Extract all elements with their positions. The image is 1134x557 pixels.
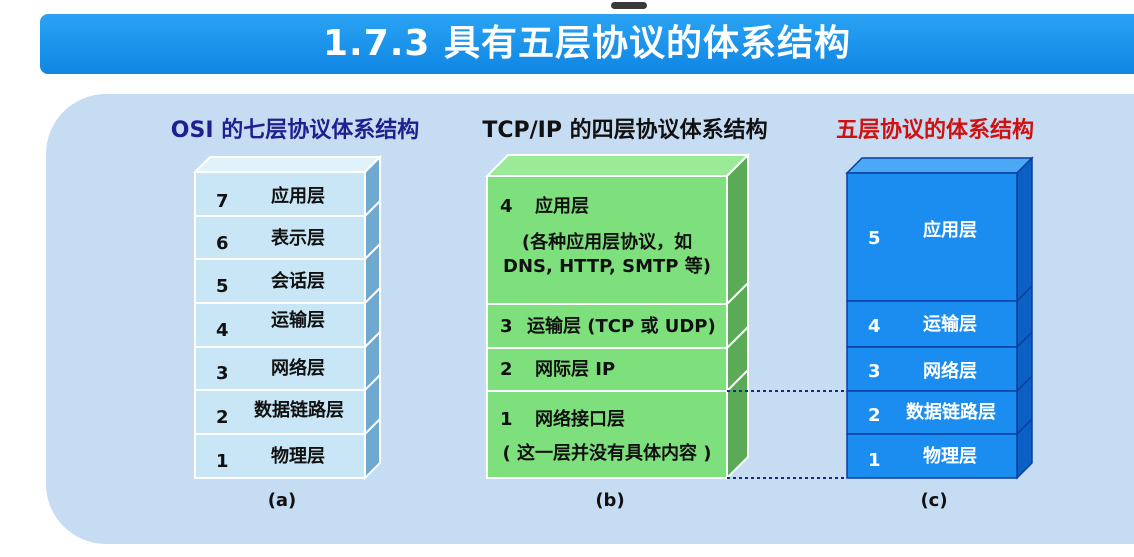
tcpip-layer-3-num: 3 [500,316,513,337]
five-layer-4-box [846,300,1018,348]
five-layer-3-name: 网络层 [923,361,977,382]
osi-layer-7-name: 应用层 [271,186,325,207]
five-stack-top [845,157,1034,174]
top-marker [611,2,647,9]
title-bar [40,14,1134,74]
five-layer-3-num: 3 [868,361,881,382]
osi-layer-2-num: 2 [216,407,229,428]
tcpip-layer-2-num: 2 [500,359,513,380]
five-layer-5-box [846,172,1018,302]
five-layer-caption: (c) [920,490,948,511]
osi-stack [192,154,383,481]
page-title: 1.7.3 具有五层协议的体系结构 [322,23,852,64]
tcpip-layer-1-name: 网络接口层 [535,409,625,430]
tcpip-layer-2-box [486,347,728,392]
osi-layer-3-name: 网络层 [271,358,325,379]
five-layer-stack [845,156,1034,480]
five-layer-4-name: 运输层 [923,314,977,335]
five-layer-4-num: 4 [868,316,881,337]
osi-caption: (a) [267,490,297,511]
osi-layer-2-box [194,389,366,435]
osi-layer-6-box [194,215,366,260]
tcpip-stack-top [484,154,751,177]
osi-layer-7-box [194,171,366,217]
osi-stack-side [364,154,381,481]
tcpip-layer-4-note-line1: (各种应用层协议，如 [521,232,693,253]
five-layer-1-name: 物理层 [923,446,977,467]
five-layer-1-box [846,433,1018,479]
osi-layer-4-num: 4 [216,320,229,341]
tcpip-layer-1-box [486,390,728,479]
tcpip-stack-side [726,152,749,481]
tcpip-layer-4-box [486,175,728,305]
tcpip-caption: (b) [595,490,625,511]
osi-layer-1-name: 物理层 [271,446,325,467]
osi-layer-7-num: 7 [216,191,229,212]
osi-layer-2-name: 数据链路层 [254,400,344,421]
five-layer-5-name: 应用层 [923,220,977,241]
osi-layer-3-num: 3 [216,363,229,384]
tcpip-layer-1-num: 1 [500,409,513,430]
osi-layer-4-name: 运输层 [271,310,325,331]
tcpip-layer-4-name: 应用层 [535,196,589,217]
osi-layer-1-num: 1 [216,451,229,472]
osi-stack-top [192,156,383,173]
five-layer-1-num: 1 [868,450,881,471]
osi-layer-5-name: 会话层 [271,271,325,292]
tcpip-layer-4-num: 4 [500,196,513,217]
tcpip-layer-4-note-line2: DNS, HTTP, SMTP 等) [503,256,711,277]
tcpip-layer-2-name: 网际层 IP [535,359,616,380]
osi-layer-6-num: 6 [216,233,229,254]
osi-layer-1-box [194,433,366,479]
five-layer-heading: 五层协议的体系结构 [835,118,1034,143]
tcpip-layer-1-note: ( 这一层并没有具体内容 ) [502,443,712,464]
osi-layer-6-name: 表示层 [271,228,325,249]
five-layer-5-num: 5 [868,228,881,249]
tcpip-heading: TCP/IP 的四层协议体系结构 [482,118,768,143]
five-layer-2-name: 数据链路层 [906,402,996,423]
tcpip-layer-3-box [486,303,728,349]
tcpip-stack [484,152,751,481]
osi-heading: OSI 的七层协议体系结构 [170,118,420,143]
osi-layer-5-num: 5 [216,276,229,297]
five-stack-side [1016,156,1033,480]
tcpip-layer-3-name: 运输层 (TCP 或 UDP) [527,316,716,337]
five-layer-2-num: 2 [868,405,881,426]
five-layer-3-box [846,346,1018,392]
